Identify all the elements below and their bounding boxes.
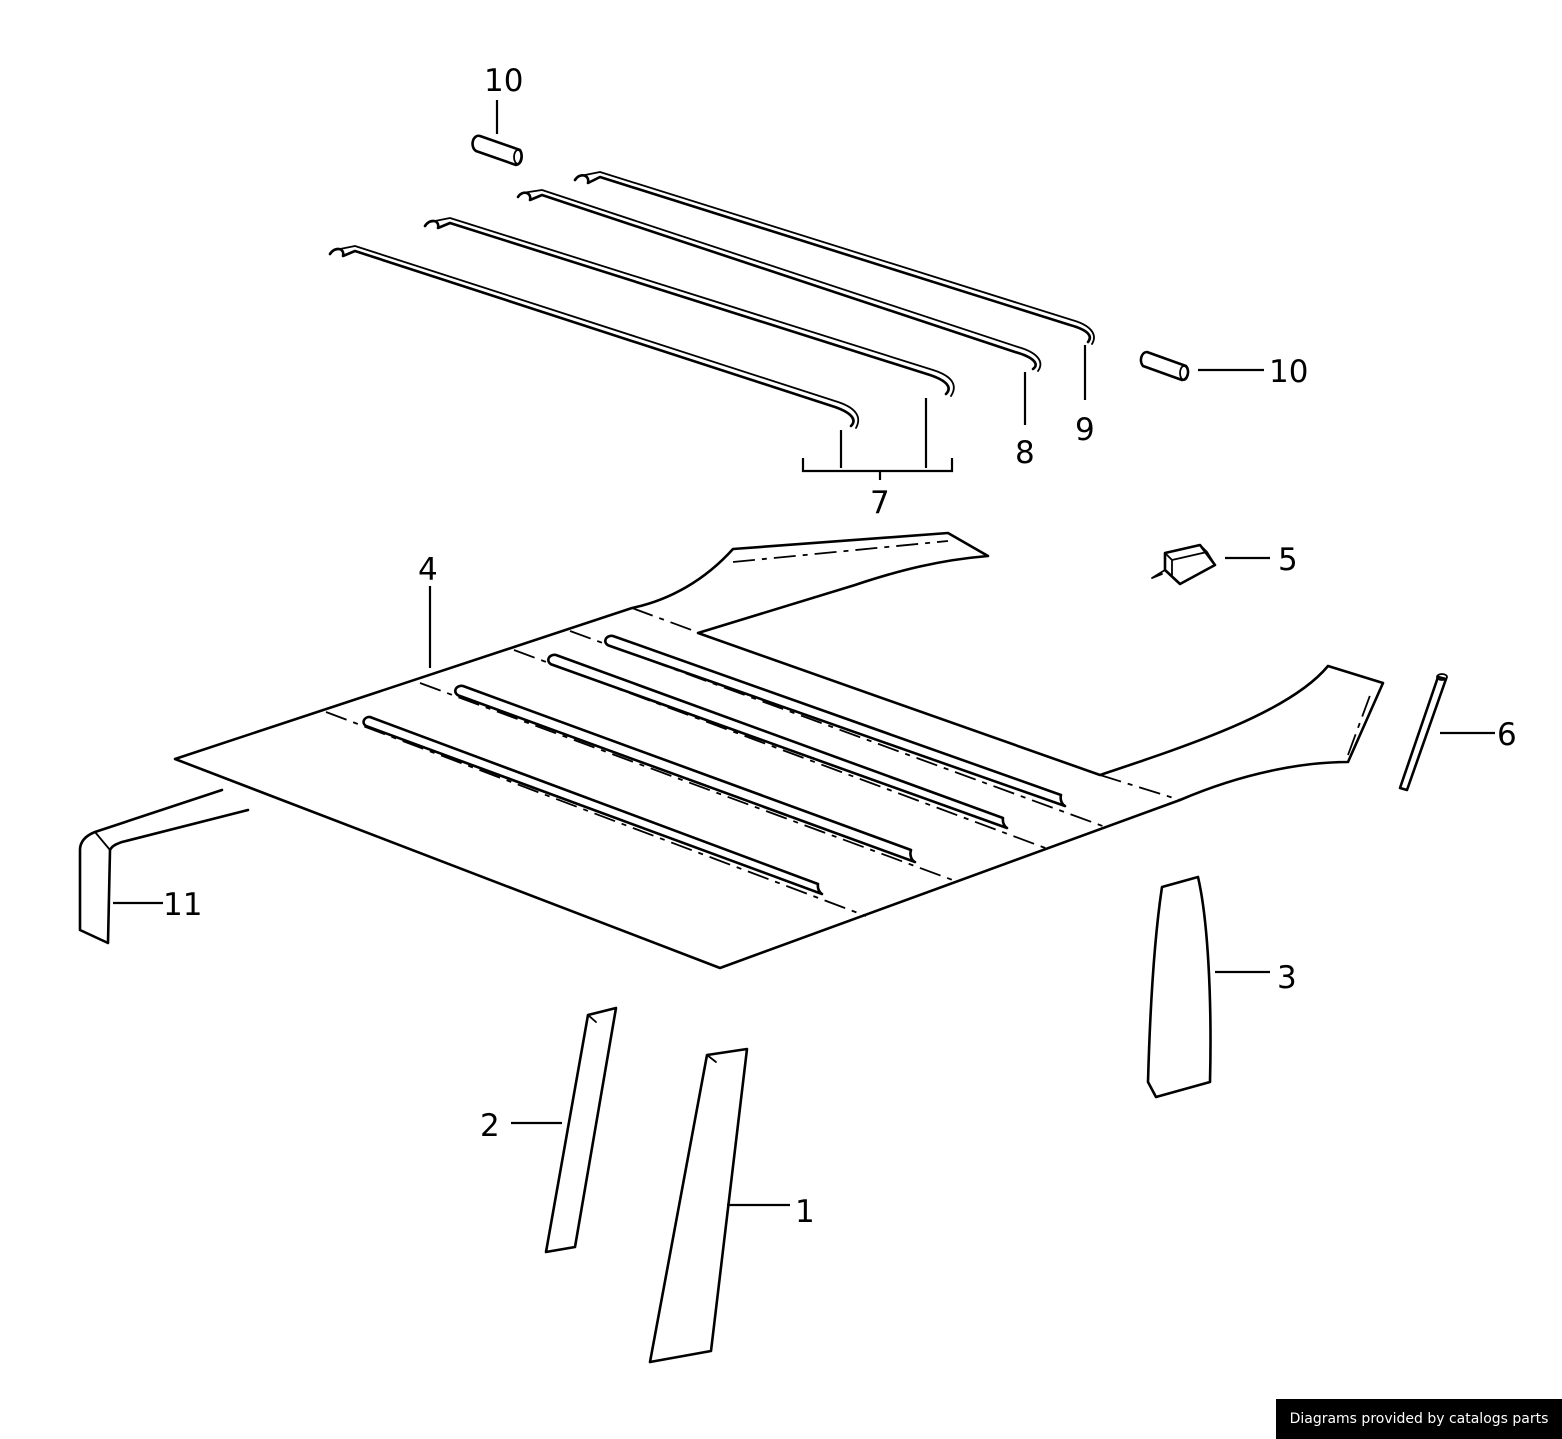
callout-7: 7 xyxy=(870,485,890,521)
callout-10-top: 10 xyxy=(484,63,523,99)
part-9-rod xyxy=(573,171,1095,345)
leader-lines-top xyxy=(495,100,1264,480)
part-10-pin-right xyxy=(1139,350,1190,382)
callout-11: 11 xyxy=(163,887,202,923)
part-1-strip xyxy=(648,1047,790,1364)
callout-2: 2 xyxy=(480,1108,500,1144)
callout-9: 9 xyxy=(1075,412,1095,448)
part-8-rod xyxy=(516,189,1042,372)
watermark-text: Diagrams provided by catalogs parts xyxy=(1289,1411,1549,1427)
part-7-rods xyxy=(328,217,955,429)
callout-3: 3 xyxy=(1277,960,1297,996)
callout-8: 8 xyxy=(1015,435,1035,471)
part-3-panel xyxy=(1146,875,1270,1099)
callout-10-right: 10 xyxy=(1269,354,1308,390)
callout-4: 4 xyxy=(418,552,438,588)
part-10-pin-top xyxy=(471,134,523,167)
part-2-strip xyxy=(511,1006,618,1254)
part-4-headliner xyxy=(173,531,1385,970)
callout-1: 1 xyxy=(795,1194,815,1230)
callout-5: 5 xyxy=(1278,542,1298,578)
watermark-badge: Diagrams provided by catalogs parts xyxy=(1276,1399,1562,1439)
part-6-strip xyxy=(1398,673,1495,792)
callout-6: 6 xyxy=(1497,717,1517,753)
part-11-trim xyxy=(78,788,250,945)
part-5-clip xyxy=(1151,543,1270,586)
